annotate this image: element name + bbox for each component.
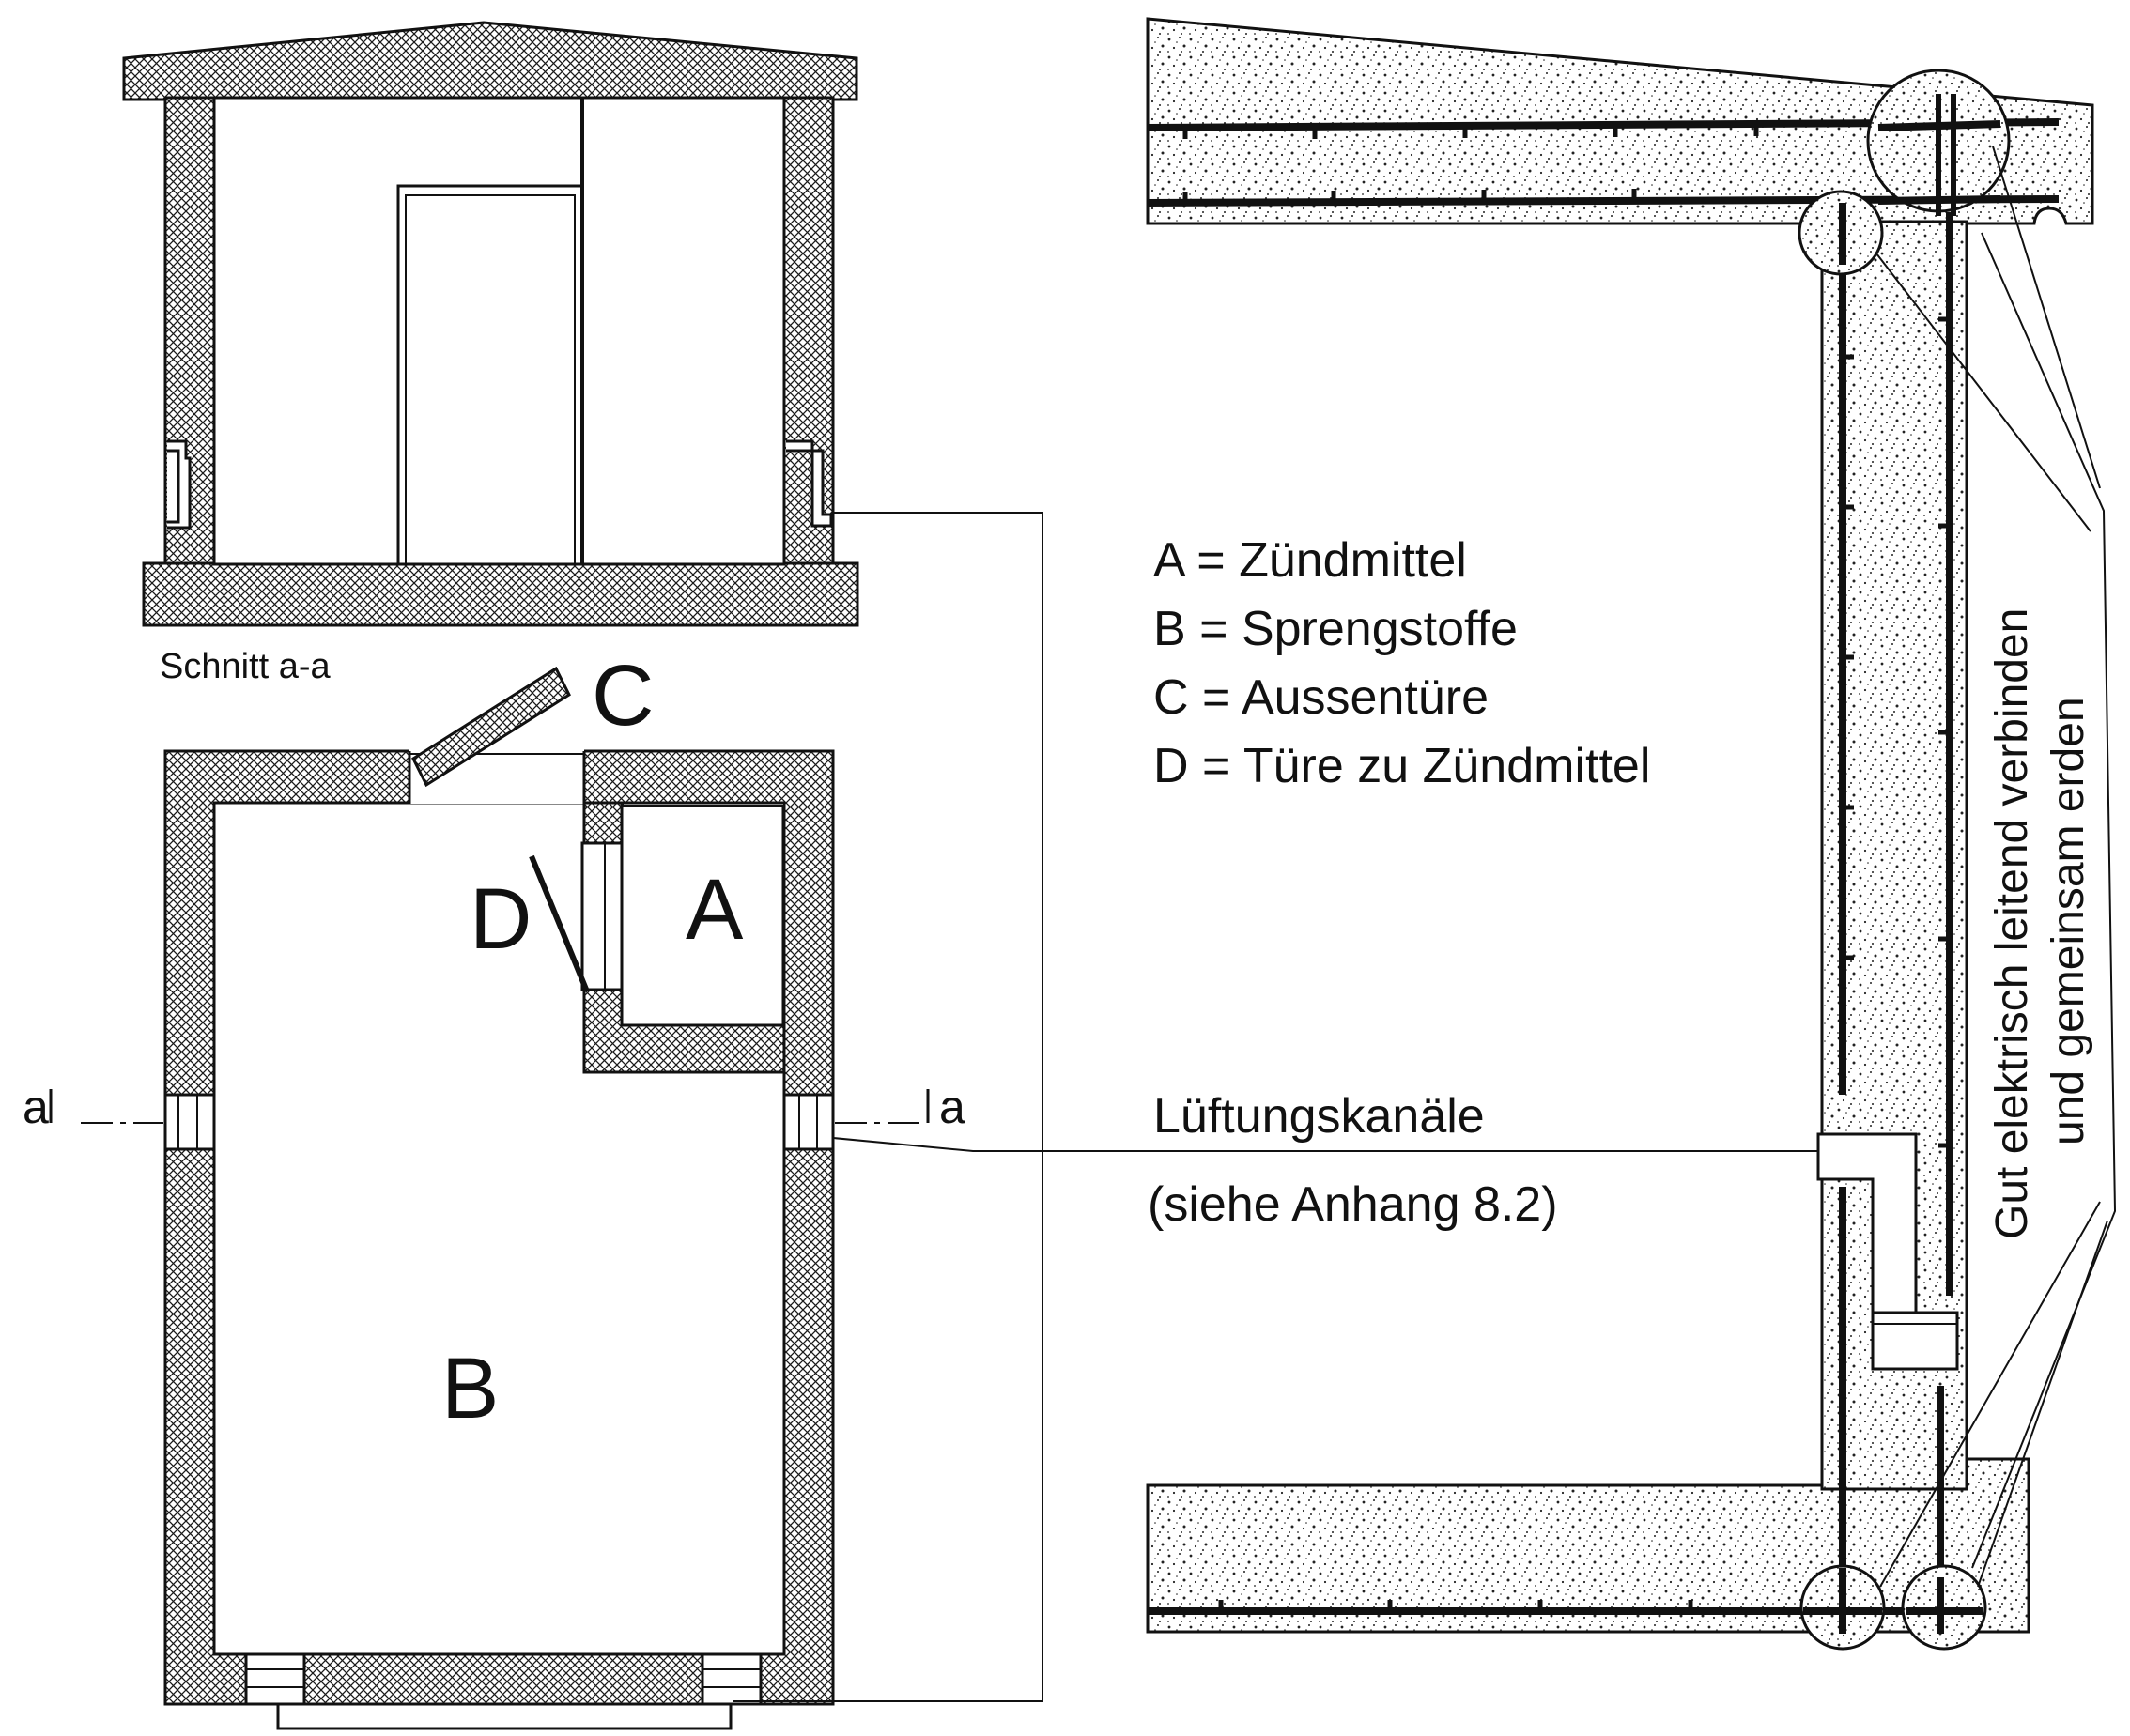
label-room-a: A — [686, 862, 744, 958]
detail-section: Gut elektrisch leitend verbinden und gem… — [1146, 17, 2117, 1651]
section-view: Schnitt a-a — [122, 21, 859, 686]
grounding-connections — [1798, 69, 2011, 1651]
section-floor-slab — [142, 561, 859, 627]
section-vent-left — [167, 439, 192, 530]
grounding-leaders — [1875, 146, 2117, 1588]
section-right-wall — [782, 96, 835, 569]
section-marker-left: a — [23, 1081, 49, 1133]
legend: A = Zündmittel B = Sprengstoffe C = Auss… — [1153, 533, 1650, 793]
detail-vent-duct — [1816, 1132, 1959, 1371]
label-door-d: D — [470, 871, 532, 967]
leader-lines — [733, 512, 1818, 1702]
plan-vent-left — [163, 1093, 216, 1151]
floor-plan: a a A B C D — [23, 648, 965, 1730]
plan-vent-bottom-left — [244, 1652, 306, 1706]
grounding-note-line1: Gut elektrisch leitend verbinden — [1987, 608, 2037, 1239]
section-marker-right: a — [939, 1081, 965, 1133]
label-door-c: C — [592, 648, 654, 744]
ventilation-reference: (siehe Anhang 8.2) — [1148, 1177, 1558, 1232]
section-roof — [122, 21, 858, 101]
plan-vent-right — [782, 1093, 835, 1151]
section-caption: Schnitt a-a — [160, 647, 332, 686]
plan-vent-bottom-right — [701, 1652, 763, 1706]
legend-item-b: B = Sprengstoffe — [1153, 602, 1518, 656]
grounding-note-line2: und gemeinsam erden — [2044, 697, 2093, 1145]
section-vent-right — [786, 439, 833, 528]
ventilation-title: Lüftungskanäle — [1153, 1089, 1485, 1144]
door-d-leaf — [529, 854, 590, 993]
label-room-b: B — [441, 1341, 499, 1436]
legend-item-d: D = Türe zu Zündmittel — [1153, 739, 1650, 793]
door-c-leaf — [411, 666, 571, 788]
legend-item-c: C = Aussentüre — [1153, 670, 1489, 725]
legend-item-a: A = Zündmittel — [1153, 533, 1467, 588]
